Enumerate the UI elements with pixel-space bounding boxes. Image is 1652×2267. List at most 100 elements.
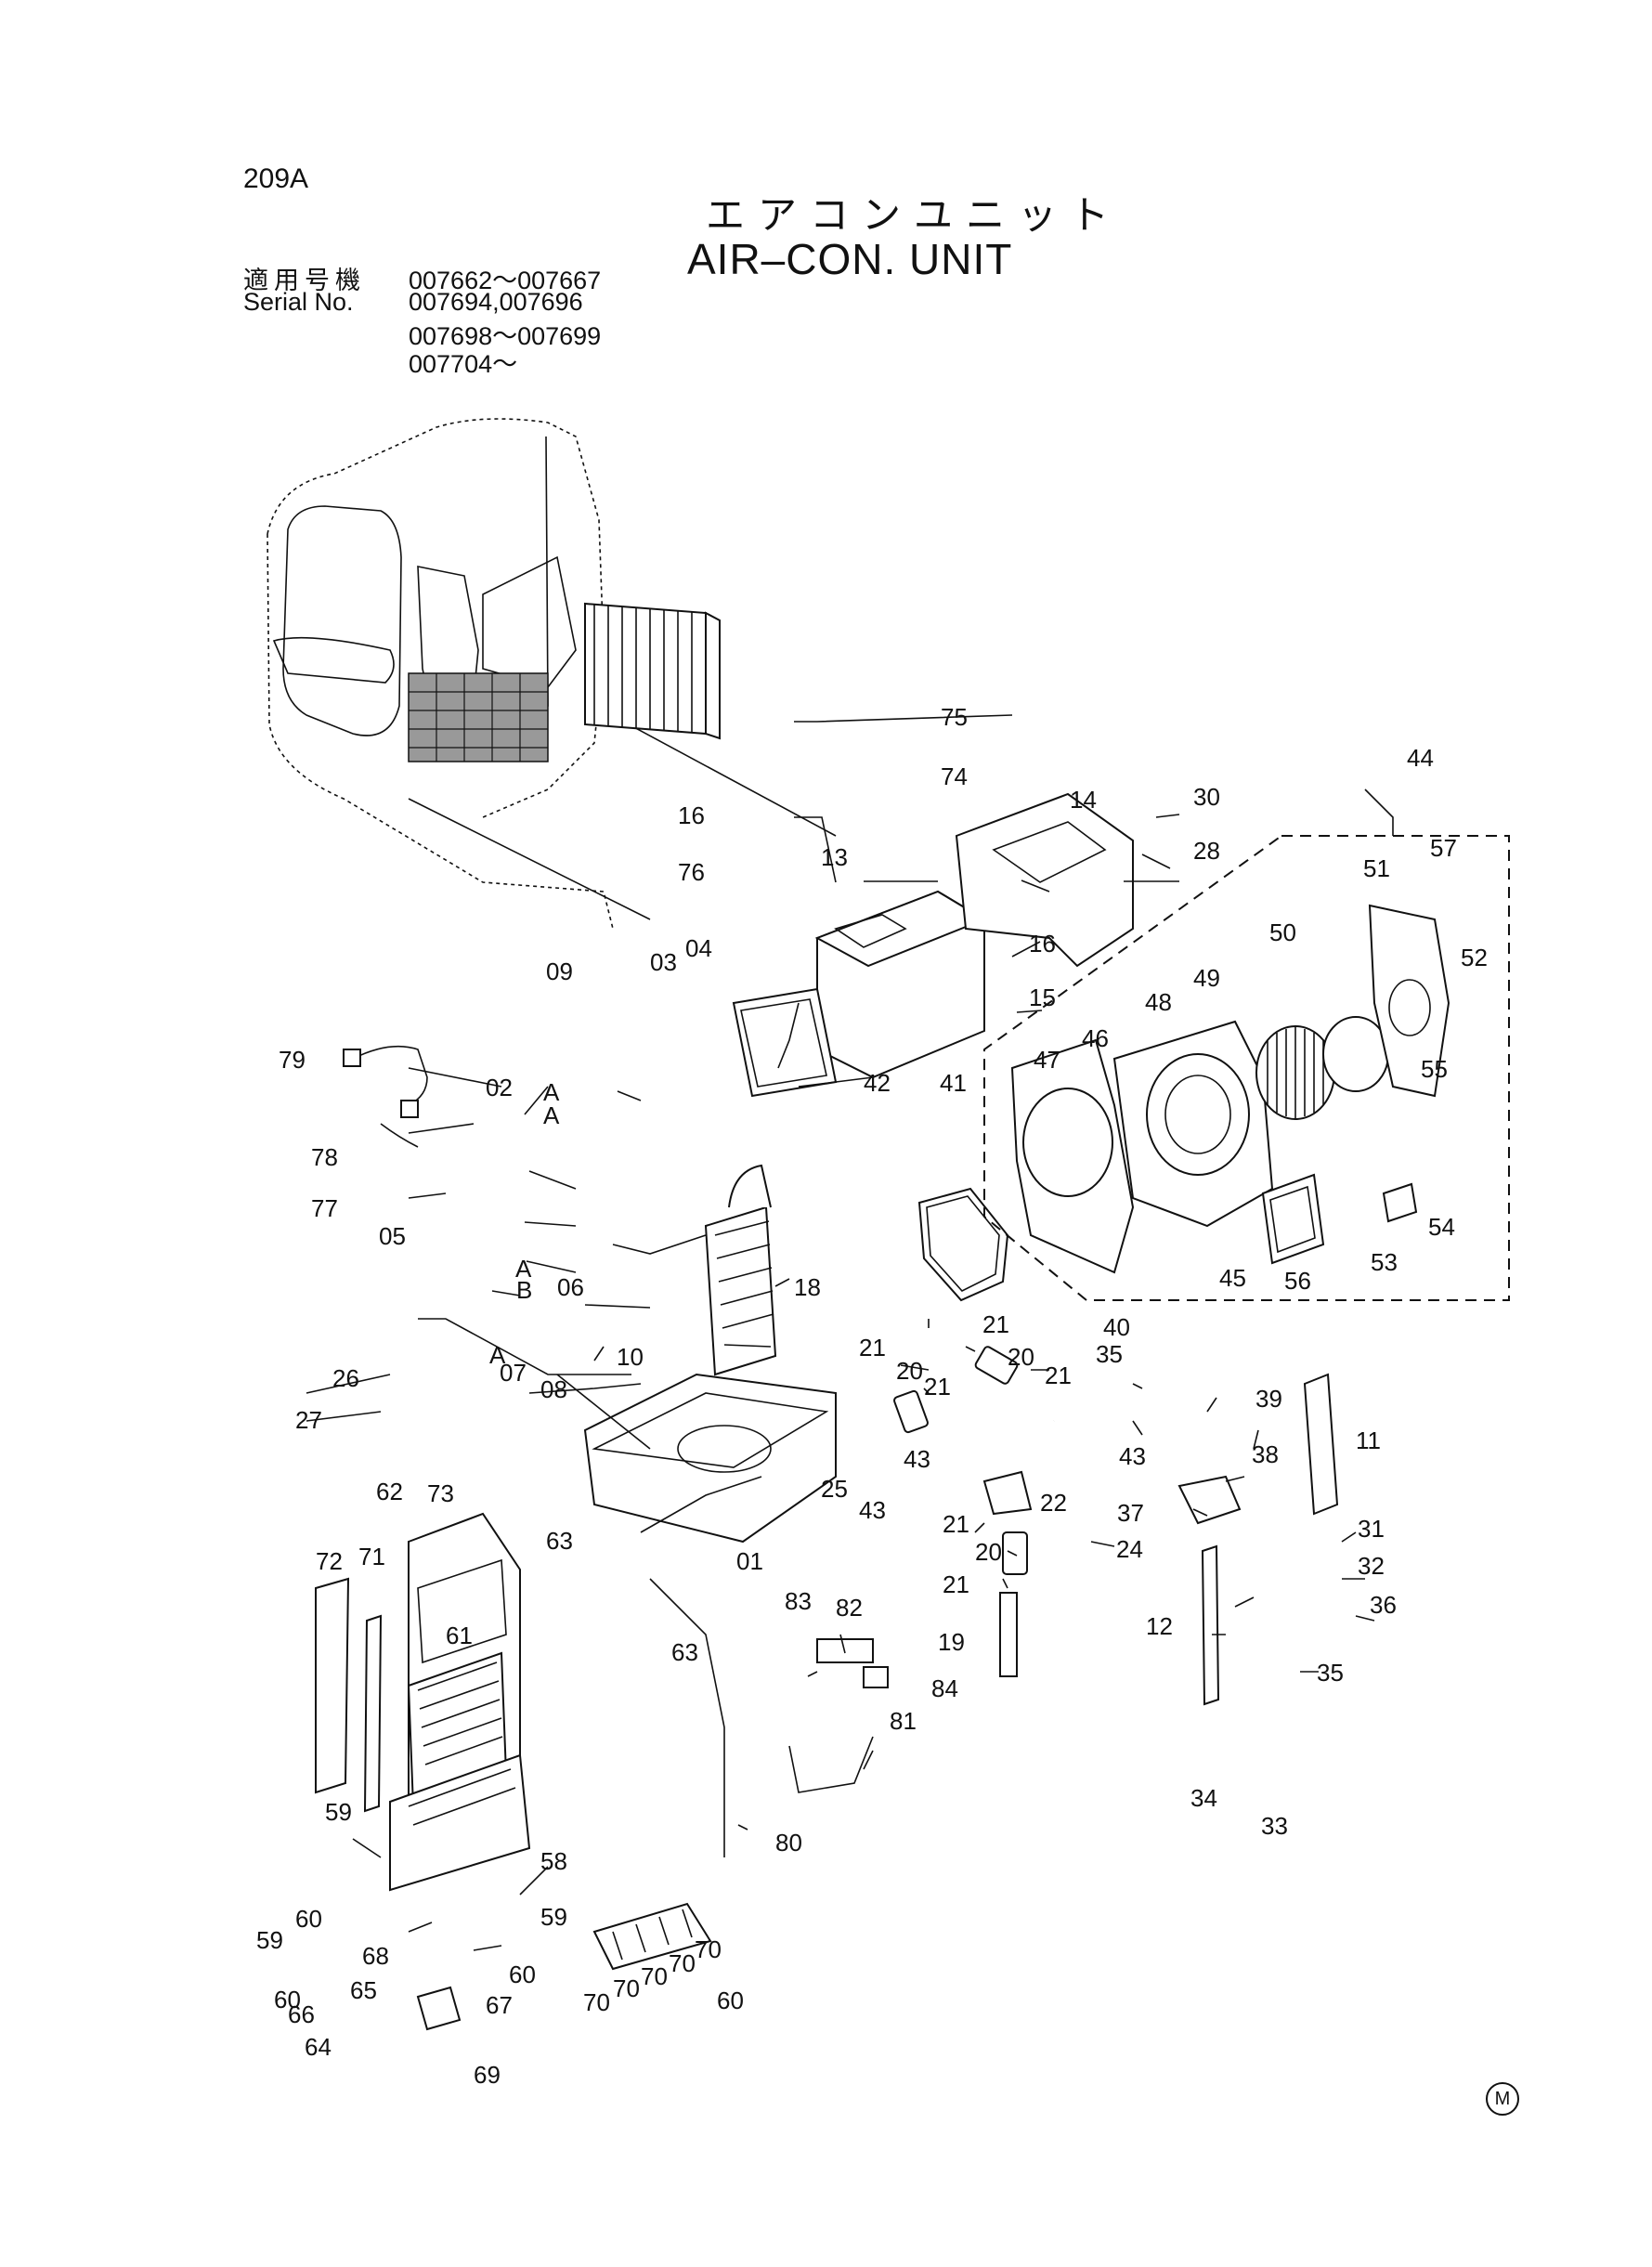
actuator-37: [1177, 1475, 1242, 1525]
callout-20c: 20: [975, 1538, 1002, 1566]
callout-21c: 21: [924, 1373, 951, 1401]
callout-81: 81: [890, 1707, 917, 1735]
callout-21b: 21: [859, 1334, 886, 1362]
callout-42: 42: [864, 1069, 891, 1097]
serial-label-japanese: 適用号機: [243, 267, 366, 295]
callout-10: 10: [617, 1343, 644, 1371]
callout-39: 39: [1255, 1385, 1282, 1413]
serial-label-english: Serial No.: [243, 288, 354, 316]
callout-63: 63: [546, 1527, 573, 1555]
callout-63b: 63: [671, 1638, 698, 1666]
cab-unit-hatch: [408, 672, 549, 762]
callout-56: 56: [1284, 1267, 1311, 1295]
callout-44: 44: [1407, 744, 1434, 772]
harness-81: [788, 1638, 889, 1793]
callout-59b: 59: [256, 1926, 283, 1954]
callout-36: 36: [1370, 1591, 1397, 1619]
callout-53: 53: [1371, 1248, 1398, 1276]
bracket-12: [1201, 1544, 1220, 1706]
callout-20: 20: [896, 1357, 923, 1385]
callout-35: 35: [1096, 1340, 1123, 1368]
callout-70: 70: [583, 1988, 610, 2016]
callout-60: 60: [295, 1905, 322, 1933]
callout-16b: 16: [1029, 930, 1056, 958]
callout-24: 24: [1116, 1535, 1143, 1563]
callout-43c: 43: [1119, 1442, 1146, 1470]
actuator-22: [982, 1470, 1033, 1516]
callout-21d: 21: [1045, 1362, 1072, 1389]
pipe-20: [893, 1346, 1028, 1575]
cab-illustration: [267, 418, 837, 930]
bracket-11: [1303, 1373, 1339, 1516]
callout-73: 73: [427, 1479, 454, 1507]
callout-09: 09: [546, 958, 573, 985]
callout-70c: 70: [641, 1962, 668, 1990]
callout-18: 18: [794, 1273, 821, 1301]
callout-34: 34: [1190, 1784, 1217, 1812]
callout-43b: 43: [859, 1496, 886, 1524]
callout-13: 13: [821, 843, 848, 871]
leader-lines: [306, 714, 1394, 1951]
case-lower-01: [583, 1373, 837, 1544]
callout-A3: A: [515, 1255, 532, 1283]
case-top-14: [955, 792, 1134, 968]
callout-59c: 59: [540, 1903, 567, 1931]
callout-77: 77: [311, 1194, 338, 1222]
callout-14: 14: [1070, 786, 1097, 814]
callout-22: 22: [1040, 1489, 1067, 1517]
callout-41: 41: [940, 1069, 967, 1097]
callout-21e: 21: [943, 1510, 969, 1538]
callout-74: 74: [941, 762, 968, 790]
case-70: [592, 1902, 712, 1971]
callout-28: 28: [1193, 837, 1220, 865]
callout-64: 64: [305, 2033, 332, 2061]
callout-66: 66: [288, 2000, 315, 2028]
callout-69: 69: [474, 2061, 501, 2089]
callout-57: 57: [1430, 834, 1457, 862]
callout-08: 08: [540, 1375, 567, 1403]
callout-21: 21: [982, 1310, 1009, 1338]
resistor-53: [1382, 1182, 1418, 1223]
callout-49: 49: [1193, 964, 1220, 992]
callout-67: 67: [486, 1991, 513, 2019]
callout-80: 80: [775, 1829, 802, 1857]
case-58: [389, 1753, 531, 1892]
heater-core-18: [704, 1164, 777, 1376]
callout-02: 02: [486, 1074, 513, 1101]
callout-70d: 70: [669, 1949, 696, 1977]
page-code: 209A: [243, 163, 309, 194]
fan-50: [1255, 1016, 1389, 1120]
callout-60c: 60: [509, 1961, 536, 1988]
callout-25: 25: [821, 1475, 848, 1503]
callout-60d: 60: [717, 1987, 744, 2014]
callout-55: 55: [1421, 1055, 1448, 1083]
title-japanese: エアコンユニット: [706, 192, 1123, 238]
callout-54: 54: [1428, 1213, 1455, 1241]
callout-27: 27: [295, 1406, 322, 1434]
callout-01: 01: [736, 1547, 763, 1575]
callout-12: 12: [1146, 1612, 1173, 1640]
callout-71: 71: [358, 1543, 385, 1570]
callout-11: 11: [1356, 1427, 1381, 1454]
callout-70b: 70: [613, 1974, 640, 2002]
seal-72: [315, 1577, 350, 1794]
title-english: AIR–CON. UNIT: [687, 235, 1013, 283]
serial-range: 007704～: [409, 350, 518, 378]
callout-07: 07: [500, 1359, 527, 1387]
callout-68: 68: [362, 1942, 389, 1970]
tube-19: [999, 1592, 1018, 1677]
callout-76: 76: [678, 858, 705, 886]
callout-43: 43: [904, 1445, 930, 1473]
callout-31: 31: [1358, 1515, 1385, 1543]
callout-B: B: [516, 1276, 532, 1304]
callout-35b: 35: [1317, 1659, 1344, 1687]
callout-62: 62: [376, 1478, 403, 1505]
callout-16: 16: [678, 801, 705, 829]
callout-numbers: 01 02 03 04 05 06 07 08 09 10 11 12 13 1…: [256, 703, 1488, 2089]
callout-30: 30: [1193, 783, 1220, 811]
callout-21f: 21: [943, 1570, 969, 1598]
harness-79-78: [343, 1045, 428, 1148]
seal-41: [917, 1187, 1009, 1302]
callout-59: 59: [325, 1798, 352, 1826]
callout-78: 78: [311, 1143, 338, 1171]
